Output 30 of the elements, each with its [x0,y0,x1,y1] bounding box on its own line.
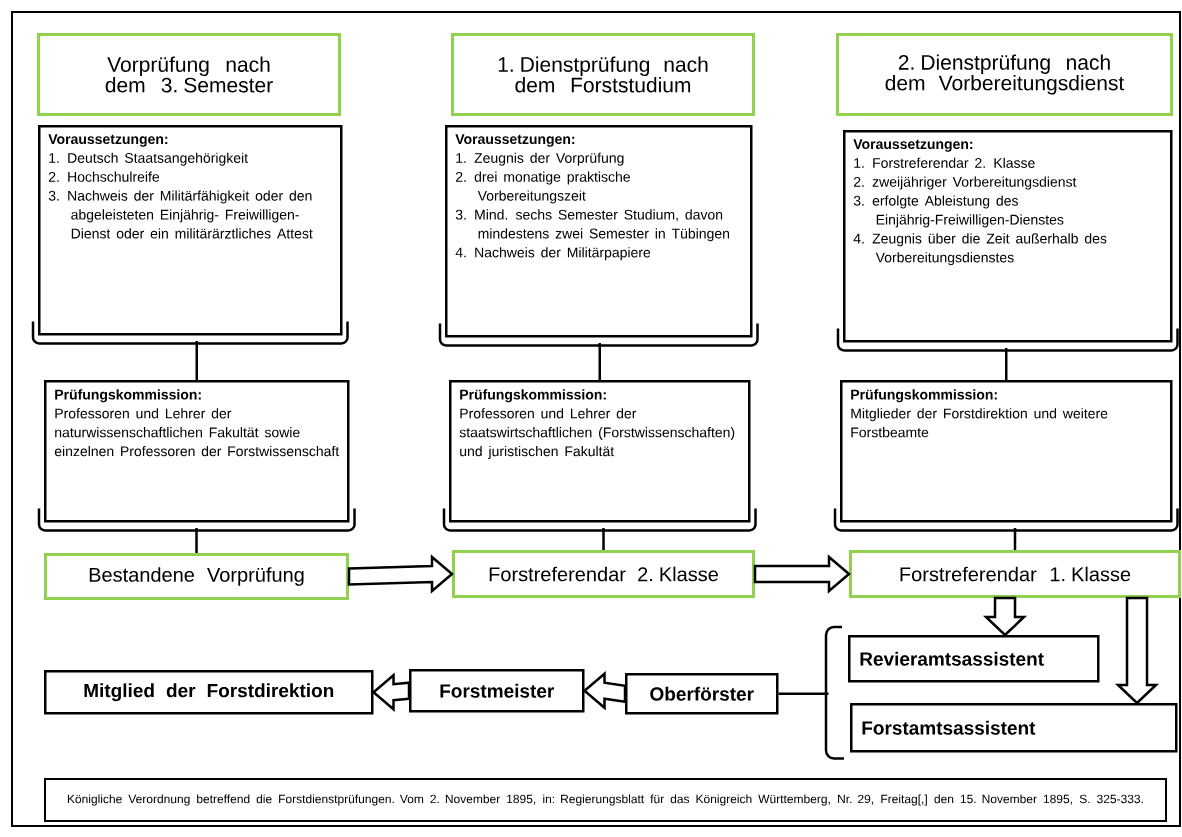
requirements-box: Voraussetzungen: 1. Zeugnis der Vorprüfung 2. drei monatige praktische Vorbereitungszeit 3. Mind. sechs Semester Studium, davon mindestens zwei Semester in Tübingen 4. Nachweis der Militärpapiere [445,125,753,338]
block-arrow [982,596,1028,637]
block-arrow [582,671,627,711]
exam-heading-box: 1. Dienstprüfung nach dem Forststudium [451,33,755,116]
brace [833,507,1179,552]
brace [37,507,356,555]
brace [836,327,1179,382]
block-arrow [753,554,851,594]
rank-box: Mitglied der Forstdirektion [44,670,374,715]
result-box: Bestandene Vorprüfung [44,553,349,600]
brace [442,507,757,552]
rank-box: Forstmeister [409,669,585,713]
commission-box: Prüfungskommission: Professoren und Lehrer der staatswirtschaftlichen (Forstwissenschaften) und juristischen Fakultät [449,380,751,523]
commission-box: Prüfungskommission: Mitglieder der Forstdirektion und weitere Forstbeamte [840,380,1173,523]
citation-box: Königliche Verordnung betreffend die Forstdienstprüfungen. Vom 2. November 1895, in: Regierungsblatt für das Königreich Württemberg, Nr. 29, Freitag[,] den 15. November 1895, S. 325-333. [44,778,1167,822]
rank-box: Revieramtsassistent [848,635,1100,683]
block-arrow [371,672,411,712]
brace [31,320,349,382]
brace [438,322,759,382]
result-box: Forstreferendar 1. Klasse [849,550,1181,598]
exam-heading-box: Vorprüfung nach dem 3. Semester [37,33,341,116]
block-arrow [1114,596,1160,705]
rank-box: Forstamtsassistent [850,703,1178,753]
requirements-box: Voraussetzungen: 1. Forstreferendar 2. Klasse 2. zweijähriger Vorbereitungsdienst 3. erfolgte Ableistung des Einjährig-Freiwilligen-Dienstes 4. Zeugnis über die Zeit außerhalb des Vorbereitungsdienstes [843,130,1173,343]
commission-box: Prüfungskommission: Professoren und Lehrer der naturwissenschaftlichen Fakultät sowie einzelnen Professoren der Forstwissenschaft [44,380,350,523]
rank-box: Oberförster [625,673,779,715]
requirements-box: Voraussetzungen: 1. Deutsch Staatsangehörigkeit 2. Hochschulreife 3. Nachweis der Militärfähigkeit oder den abgeleisteten Einjährig- Freiwilligen- Dienst oder ein militärärztliches Attest [38,125,343,336]
result-box: Forstreferendar 2. Klasse [452,550,755,598]
block-arrow [347,554,454,594]
exam-heading-box: 2. Dienstprüfung nach dem Vorbereitungsdienst [836,33,1173,116]
